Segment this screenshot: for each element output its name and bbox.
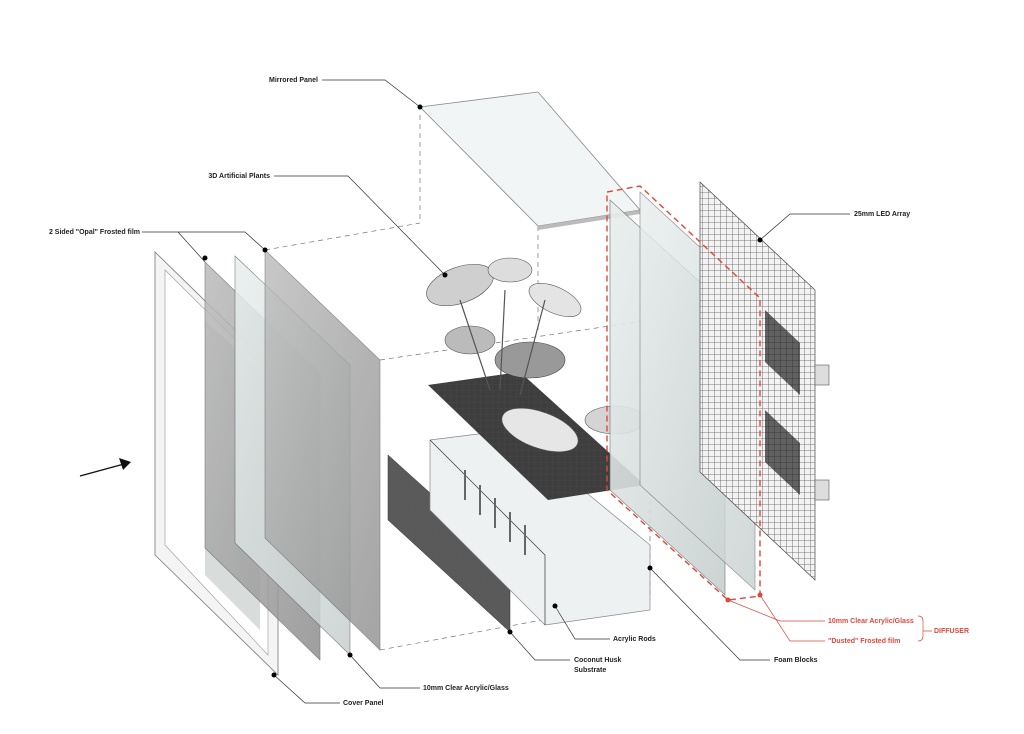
label-diffuser-glass: 10mm Clear Acrylic/Glass — [828, 618, 914, 625]
label-artificial-plants: 3D Artificial Plants — [208, 173, 270, 180]
artificial-plants — [426, 257, 646, 500]
label-acrylic-rods: Acrylic Rods — [613, 636, 656, 643]
leader-lines — [142, 79, 932, 704]
label-foam-blocks: Foam Blocks — [774, 657, 818, 664]
label-substrate-line2: Substrate — [574, 667, 606, 674]
opal-frosted-films — [204, 249, 381, 661]
label-front-glass: 10mm Clear Acrylic/Glass — [423, 685, 509, 692]
foam-block-box — [429, 429, 651, 626]
label-substrate-line1: Coconut Husk — [574, 657, 622, 664]
label-dusted-film: "Dusted" Frosted film — [828, 638, 900, 645]
view-direction-arrow — [79, 458, 131, 477]
label-mirrored-panel: Mirrored Panel — [269, 77, 318, 84]
label-led-array: 25mm LED Array — [854, 211, 910, 218]
label-opal-film: 2 Sided "Opal" Frosted film — [49, 229, 140, 236]
acrylic-rods — [464, 470, 526, 555]
label-cover-panel: Cover Panel — [343, 700, 384, 707]
label-diffuser: DIFFUSER — [934, 628, 969, 635]
led-array — [699, 181, 830, 581]
